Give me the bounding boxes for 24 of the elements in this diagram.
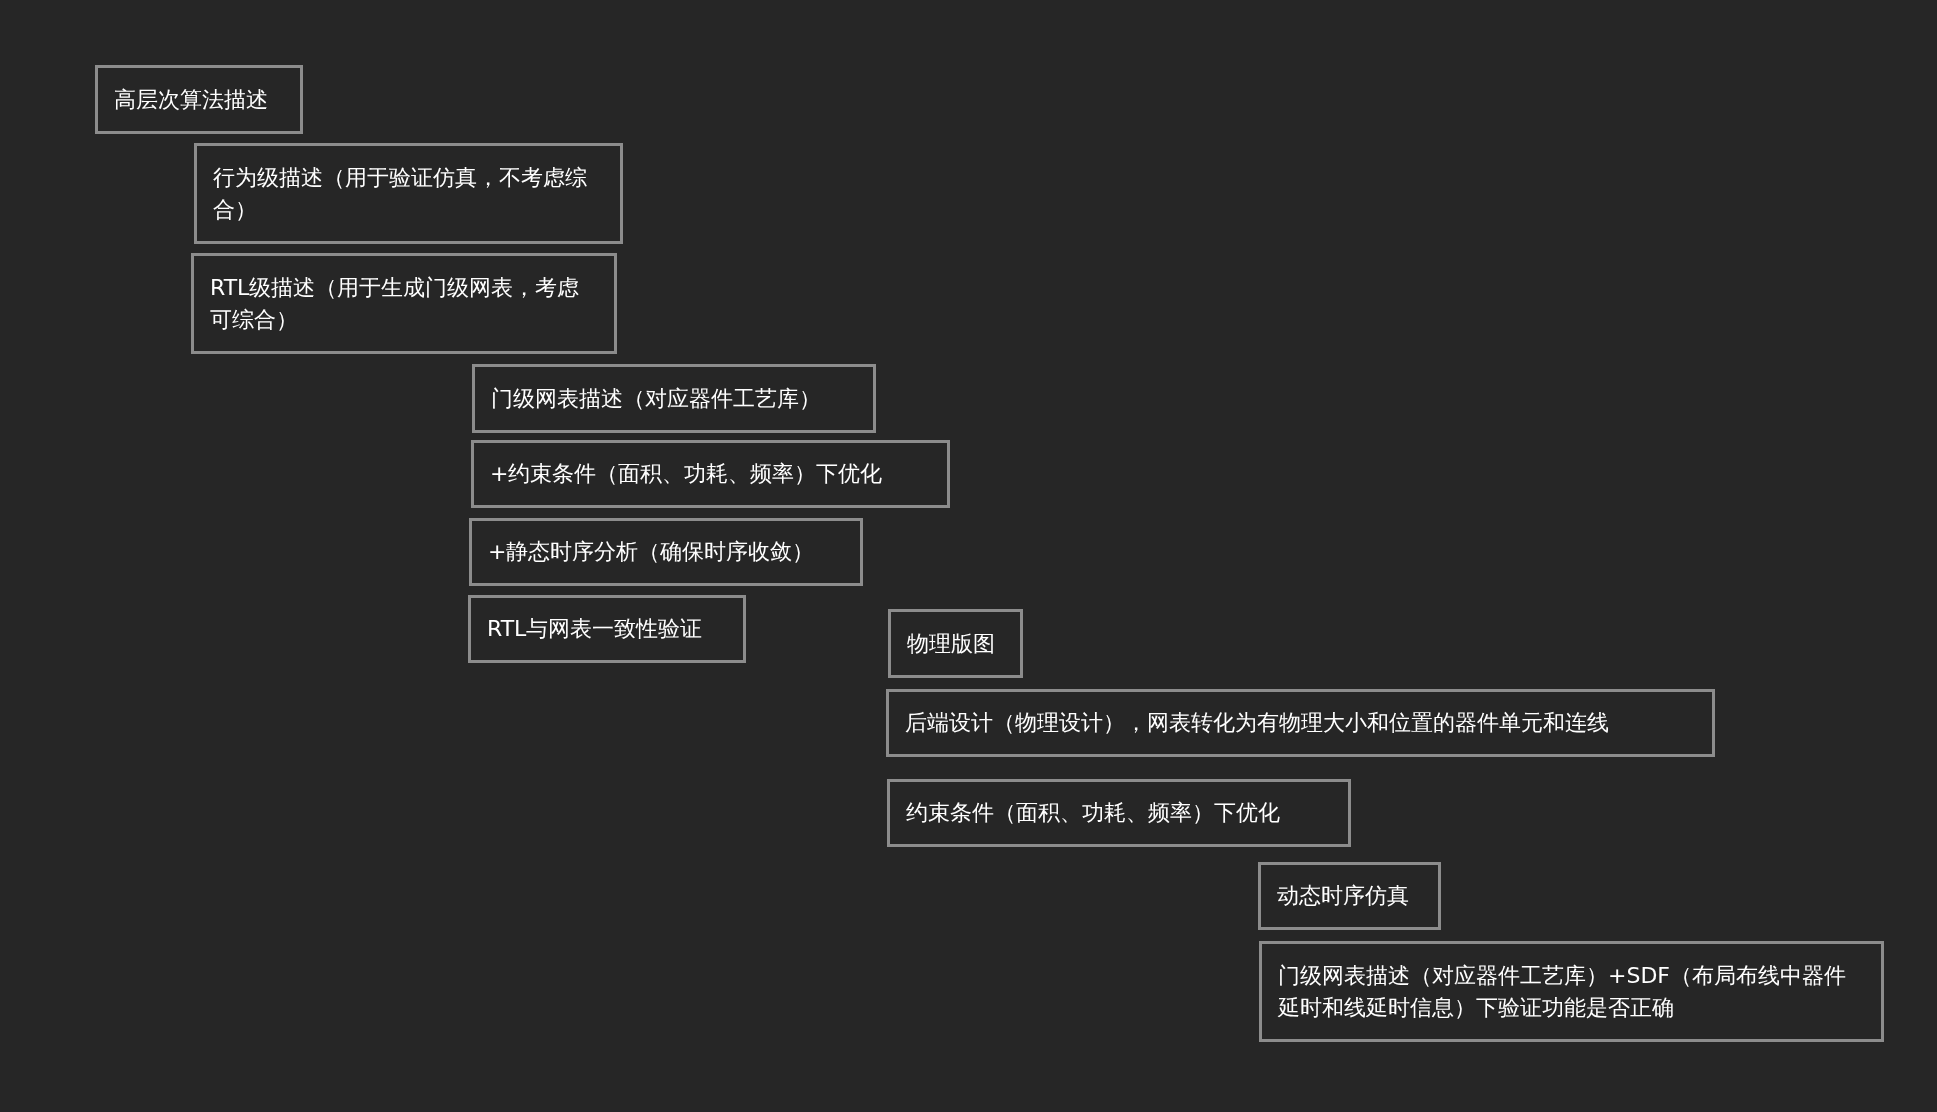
step-box (468, 595, 746, 663)
step-text: 门级网表描述（对应器件工艺库）+SDF（布局布线中器件延时和线延时信息）下验证功能是否正确 (1278, 961, 1847, 1022)
step-text: 后端设计（物理设计），网表转化为有物理大小和位置的器件单元和连线 (905, 709, 1609, 737)
step-text: 行为级描述（用于验证仿真，不考虑综合） (213, 163, 588, 224)
step-box (191, 253, 617, 354)
step-text: 约束条件（面积、功耗、频率）下优化 (906, 799, 1280, 827)
step-box (472, 364, 876, 433)
step-box (887, 779, 1351, 847)
step-text: +约束条件（面积、功耗、频率）下优化 (490, 460, 883, 488)
step-text: 物理版图 (907, 629, 995, 658)
step-text: +静态时序分析（确保时序收敛） (488, 538, 815, 566)
step-box (469, 518, 863, 586)
step-text: 门级网表描述（对应器件工艺库） (491, 384, 821, 413)
step-box (194, 143, 623, 244)
step-box (886, 689, 1715, 757)
step-box (471, 440, 950, 508)
step-text: 高层次算法描述 (114, 85, 268, 114)
step-box (888, 609, 1023, 678)
step-box (1259, 941, 1884, 1042)
step-text: RTL级描述（用于生成门级网表，考虑可综合） (210, 273, 581, 334)
step-text: RTL与网表一致性验证 (487, 615, 703, 643)
step-box (1258, 862, 1441, 930)
step-text: 动态时序仿真 (1277, 882, 1409, 910)
step-box (95, 65, 303, 134)
